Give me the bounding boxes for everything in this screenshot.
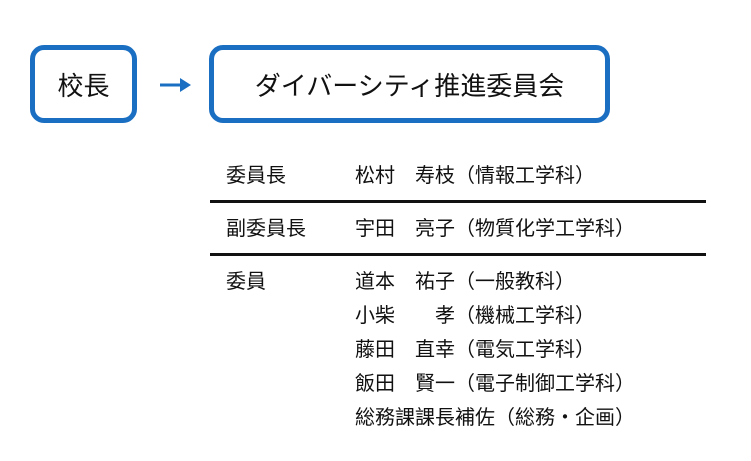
divider-line (210, 253, 706, 256)
group-committee: 委員 道本 祐子（一般教科） 小柴 孝（機械工学科） 藤田 直幸（電気工学科） … (210, 264, 706, 434)
member-name: 総務課課長補佐（総務・企画） (355, 405, 635, 429)
group-vice-chair: 副委員長 宇田 亮子（物質化学工学科） (210, 211, 706, 245)
member-name: 藤田 直幸（電気工学科） (355, 337, 595, 361)
member-name: 道本 祐子（一般教科） (355, 269, 575, 293)
role-vice-chair: 副委員長 (226, 216, 306, 240)
member-name: 飯田 賢一（電子制御工学科） (355, 371, 635, 395)
member-name: 宇田 亮子（物質化学工学科） (355, 216, 635, 240)
committee-label: ダイバーシティ推進委員会 (254, 71, 565, 102)
role-chair: 委員長 (226, 163, 286, 187)
role-committee: 委員 (226, 269, 266, 293)
principal-label: 校長 (57, 71, 110, 102)
member-name: 小柴 孝（機械工学科） (355, 303, 595, 327)
committee-box: ダイバーシティ推進委員会 (209, 45, 610, 123)
names-vice-chair: 宇田 亮子（物質化学工学科） (355, 211, 706, 245)
arrow-right-icon (160, 78, 191, 92)
member-table: 委員長 松村 寿枝（情報工学科） 副委員長 宇田 亮子（物質化学工学科） 委員 … (210, 158, 706, 434)
names-committee: 道本 祐子（一般教科） 小柴 孝（機械工学科） 藤田 直幸（電気工学科） 飯田 … (355, 264, 706, 434)
names-chair: 松村 寿枝（情報工学科） (355, 158, 706, 192)
member-name: 松村 寿枝（情報工学科） (355, 163, 595, 187)
divider-line (210, 200, 706, 203)
principal-box: 校長 (30, 45, 137, 123)
group-chair: 委員長 松村 寿枝（情報工学科） (210, 158, 706, 192)
